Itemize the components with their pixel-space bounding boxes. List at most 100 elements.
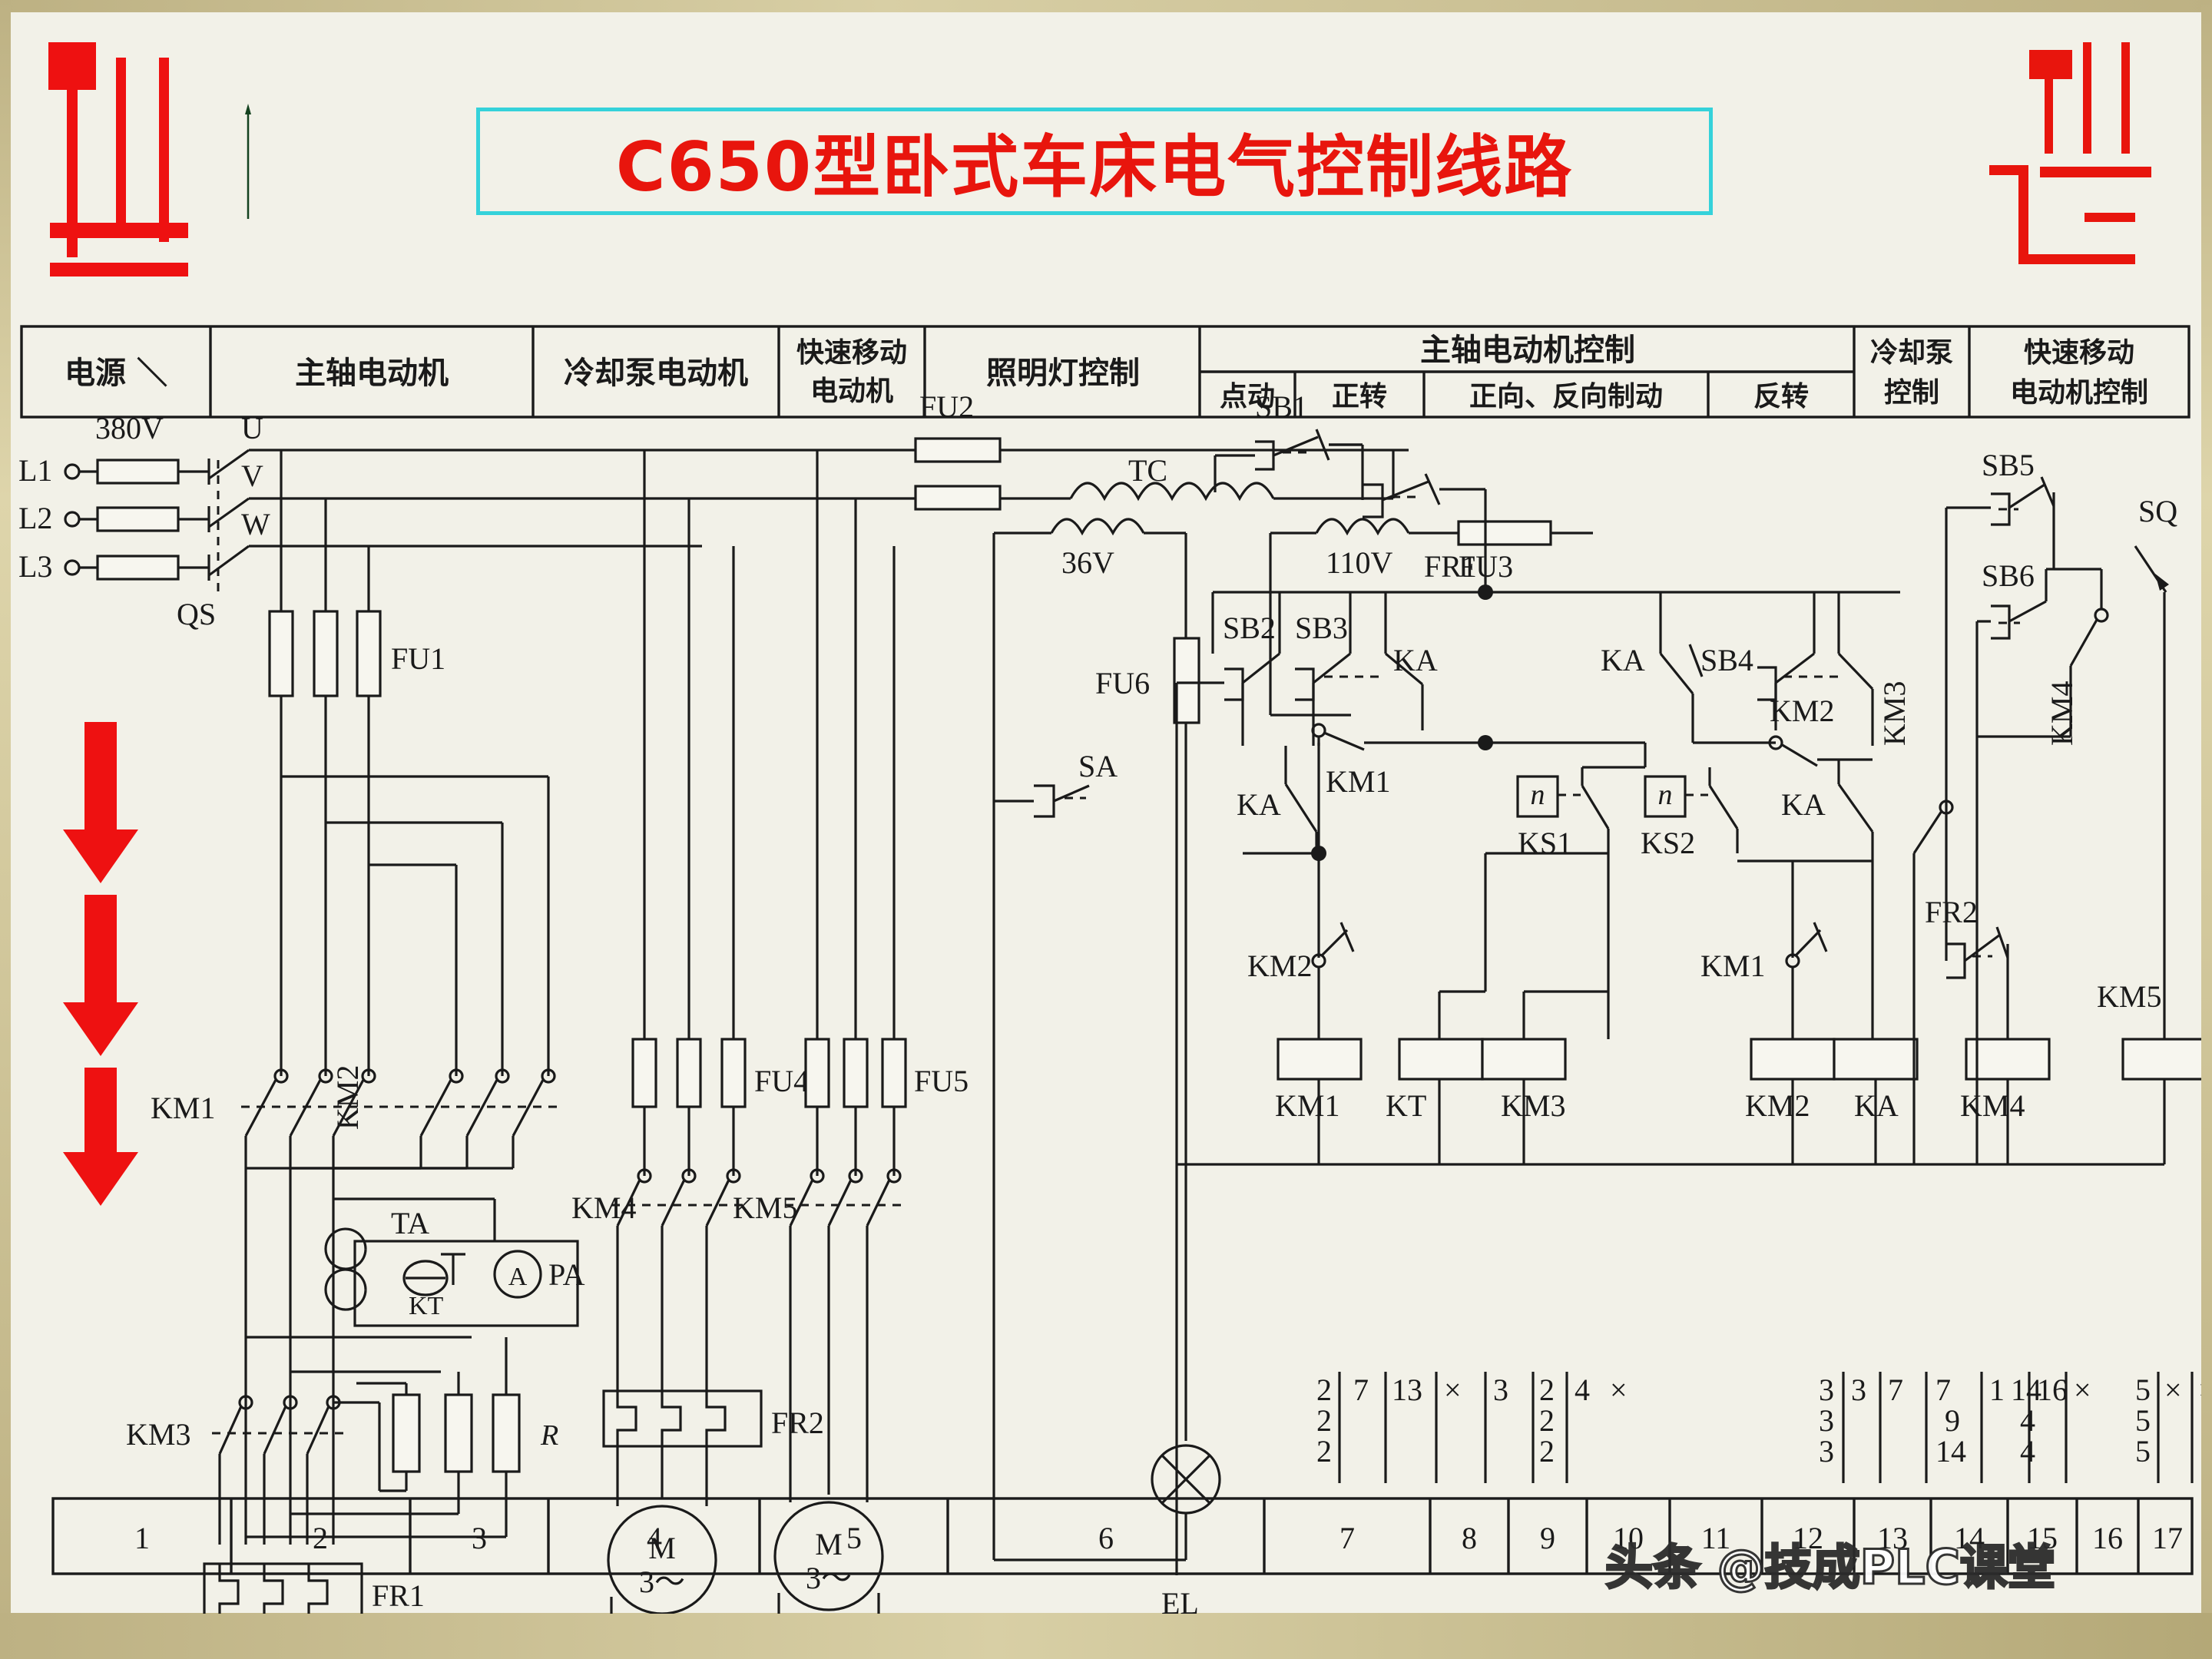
contact-FR2-nc: FR2 [1925, 895, 2009, 979]
right-control-branch: KM3 SB5 SB6 [1877, 448, 2177, 1164]
bn-6: 6 [1098, 1521, 1114, 1555]
label-SB5: SB5 [1982, 448, 2035, 482]
hdr-coolant-ctrl-l2: 控制 [1884, 377, 1939, 409]
label-KA-2: KA [1237, 787, 1281, 822]
terminal-L2 [64, 511, 81, 528]
xref-12-b: 9 [1945, 1403, 1960, 1438]
label-KM1-aux: KM1 [1326, 764, 1390, 799]
limit-switch-SQ: SQ [2134, 494, 2177, 593]
label-KM4-aux: KM4 [2045, 681, 2079, 746]
xref-9-a: 3 [1819, 1373, 1834, 1407]
logo-right-icon [1989, 42, 2151, 264]
logo-left-icon [48, 42, 188, 276]
motor-M2-id: M [648, 1531, 676, 1565]
motor-M2 [607, 1505, 717, 1614]
terminal-L1 [64, 463, 81, 480]
label-SB4: SB4 [1700, 643, 1753, 677]
label-KM5-main: KM5 [733, 1190, 797, 1225]
coolant-branch: FU4 KM4 FR2 [571, 450, 824, 1614]
coil-label-KM2: KM2 [1745, 1088, 1810, 1123]
hdr-spindle-motor: 主轴电动机 [295, 356, 449, 391]
xref-6-a: 2 [1539, 1373, 1555, 1407]
label-L2: L2 [18, 501, 52, 535]
fuse-FU1-b [313, 610, 339, 697]
hdr-coolant-motor: 冷却泵电动机 [564, 356, 748, 391]
coil-label-KT: KT [1386, 1088, 1426, 1123]
hdr-rapid-motor-l2: 电动机 [810, 376, 893, 407]
fuse-FU4-b [676, 1038, 702, 1108]
switch-SA: SA [994, 749, 1118, 818]
label-FR2-main: FR2 [771, 1406, 824, 1440]
decor-band-bottom [0, 1613, 2212, 1659]
bn-5: 5 [846, 1521, 862, 1555]
button-SB1: SB1 [1255, 389, 1363, 471]
motor-M3-phase: 3～ [806, 1561, 852, 1595]
coil-label-KM3: KM3 [1501, 1088, 1565, 1123]
coil-label-KM1: KM1 [1275, 1088, 1339, 1123]
cross-reference-block: 2 2 2 7 13 × 3 2 2 2 4 × 3 3 3 3 7 7 9 [1316, 1372, 2201, 1483]
header-table: 电源 ＼ 主轴电动机 冷却泵电动机 快速移动 电动机 照明灯控制 主轴电动机控制… [20, 325, 2190, 419]
contact-KM1-main: KM1 [151, 1068, 395, 1137]
label-QS: QS [177, 597, 216, 631]
button-SB5: SB5 [1945, 448, 2055, 592]
label-FU2: FU2 [919, 389, 974, 424]
schematic-svg: .w{stroke:#1a1a1a;stroke-width:3.2;fill:… [18, 325, 2201, 1614]
bn-10: 10 [1613, 1521, 1644, 1555]
contact-KM4-main: KM4 [571, 1168, 747, 1227]
decor-band-right [2201, 0, 2212, 1659]
lamp-EL: EL [994, 1444, 1221, 1614]
symbol-KT: KT [402, 1253, 465, 1320]
label-L1: L1 [18, 453, 52, 488]
contact-KM2-nc: KM2 [1247, 922, 1355, 983]
label-KA-1: KA [1393, 643, 1438, 677]
fuse-FU6 [1173, 637, 1200, 724]
motor-M1-group: FR1 M 3～ M1主轴 电动机 n KS [203, 1562, 425, 1614]
label-FR2-ctrl: FR2 [1925, 895, 1978, 929]
xref-11-a: 7 [1888, 1373, 1903, 1407]
ks1-symbol: n [1531, 779, 1545, 811]
bn-16: 16 [2092, 1521, 2123, 1555]
contact-KM2-aux: KM2 [1770, 592, 1874, 746]
terminal-L3 [64, 559, 81, 576]
bn-3: 3 [472, 1521, 487, 1555]
xref-6-c: 2 [1539, 1434, 1555, 1469]
label-SB6: SB6 [1982, 558, 2035, 593]
overload-FR1 [203, 1562, 363, 1614]
coil-KM2 [1750, 1038, 1836, 1081]
hdr-rapid-ctrl-l2: 电动机控制 [2010, 377, 2148, 409]
motor-M3-id: M [815, 1527, 843, 1561]
label-SB2: SB2 [1223, 611, 1276, 645]
decor-band-left [0, 0, 11, 1659]
power-supply-group: L1 L2 L3 380V [18, 411, 702, 631]
xref-6-b: 2 [1539, 1403, 1555, 1438]
junction-a [1478, 584, 1493, 600]
bn-7: 7 [1339, 1521, 1355, 1555]
xref-16-a: × [2074, 1373, 2091, 1407]
label-U: U [241, 411, 263, 445]
bn-4: 4 [647, 1521, 662, 1555]
xref-1-b: 2 [1316, 1403, 1332, 1438]
label-FR1: FR1 [372, 1578, 425, 1613]
xref-3-a: 13 [1392, 1373, 1422, 1407]
label-KA-4: KA [1781, 787, 1826, 822]
button-SB4: SB4 [1700, 643, 1839, 730]
brake-resistor-group: KM3 R [126, 1336, 558, 1545]
label-KM1-nc: KM1 [1700, 949, 1765, 983]
xref-14-c: 4 [2020, 1434, 2035, 1469]
label-TC: TC [1128, 453, 1167, 488]
speed-contact-KS1: n KS1 [1485, 766, 1645, 860]
down-arrows-icon [63, 722, 138, 1206]
resistor-R-c [492, 1393, 521, 1473]
label-FU6: FU6 [1095, 666, 1150, 700]
resistor-R-b [444, 1393, 473, 1473]
fuse-L3 [96, 555, 180, 581]
contact-KM1-nc: KM1 [1700, 922, 1828, 983]
coil-KA [1833, 1038, 1919, 1081]
xref-12-a: 7 [1936, 1373, 1951, 1407]
coil-row: KM1 KT KM3 KM2 KA KM4 KM5 [1275, 979, 2201, 1123]
page-title-text: C650型卧式车床电气控制线路 [615, 127, 1574, 207]
label-FU5: FU5 [914, 1064, 969, 1098]
coil-KM4 [1965, 1038, 2051, 1081]
fuse-FU3 [1457, 520, 1552, 546]
